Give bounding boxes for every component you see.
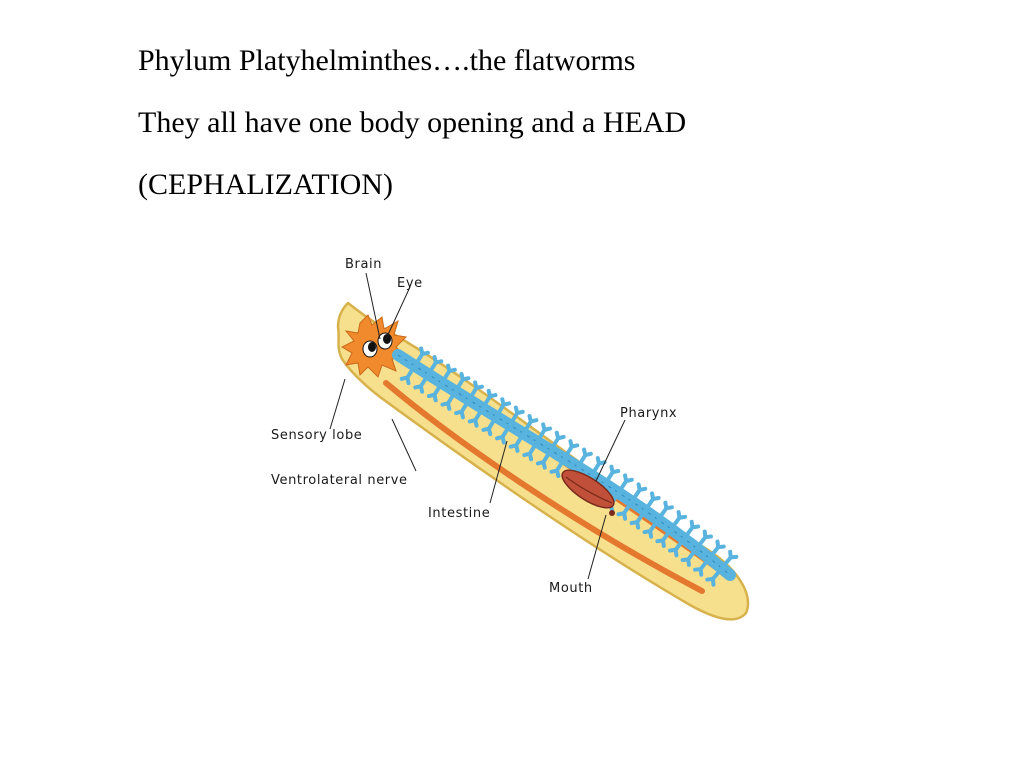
slide-text-line-2: They all have one body opening and a HEA… [138, 106, 687, 139]
intestine-branch [562, 439, 580, 461]
pharynx [561, 469, 615, 509]
intestine-branch [521, 413, 539, 436]
intestine-branch [603, 464, 621, 487]
intestine-branch [693, 556, 712, 577]
intestine-branch [616, 499, 634, 521]
intestine-branch [467, 406, 485, 428]
eyes [362, 332, 393, 358]
intestine-branch [629, 482, 648, 504]
intestine-branch [535, 422, 552, 444]
label-ventrolateral-nerve: Ventrolateral nerve [271, 473, 408, 488]
flatworm-diagram: Brain Eye Pharynx Sensory lobe Ventrolat… [271, 257, 750, 621]
intestine [392, 346, 739, 587]
label-brain: Brain [345, 257, 382, 272]
intestine-branch [669, 510, 688, 532]
intestine-branch [426, 380, 444, 403]
intestine-branch [481, 414, 499, 437]
intestine-branch [548, 430, 566, 453]
intestine-branch [439, 363, 457, 385]
intestine-branch [426, 355, 444, 377]
intestine-branch [522, 439, 540, 462]
label-intestine: Intestine [428, 506, 490, 521]
intestine-branch [643, 491, 661, 513]
intestine-branch [413, 372, 431, 394]
intestine-branch [655, 527, 674, 548]
intestine-branch [440, 389, 458, 411]
mouth [609, 510, 615, 516]
label-pharynx: Pharynx [620, 406, 677, 421]
intestine-branch [629, 508, 648, 530]
intestine-branch [616, 473, 634, 495]
intestine-branch [549, 456, 567, 478]
intestine-branch [705, 566, 724, 587]
label-mouth: Mouth [549, 581, 593, 596]
label-sensory-lobe: Sensory lobe [271, 428, 362, 443]
intestine-branch [480, 388, 498, 411]
intestine-branch [495, 423, 512, 445]
slide-text-line-3: (CEPHALIZATION) [138, 168, 393, 201]
intestine-branch [707, 539, 726, 561]
intestine-branch [656, 500, 674, 522]
intestine-branch [575, 447, 593, 469]
intestine-branch [494, 397, 512, 419]
intestine-branch [589, 456, 607, 478]
ventrolateral-nerve-cord-lower [383, 380, 705, 594]
intestine-branch [694, 529, 713, 551]
intestine-branch [642, 517, 661, 539]
intestine-branch [668, 536, 687, 558]
intestine-branch [454, 397, 472, 420]
intestine-branch [682, 519, 701, 541]
intestine-branch [508, 431, 526, 453]
intestine-branch [412, 346, 430, 368]
intestine-branch [467, 380, 484, 402]
intestine-branch [507, 405, 525, 428]
intestine-branch [680, 546, 699, 567]
intestine-branch [535, 448, 553, 470]
intestine-branch [453, 371, 471, 394]
intestine-branch [719, 549, 739, 571]
leader-lines [329, 272, 626, 580]
slide-text-line-1: Phylum Platyhelminthes….the flatworms [138, 44, 636, 77]
label-eye: Eye [397, 276, 423, 291]
intestine-branch [399, 363, 417, 386]
